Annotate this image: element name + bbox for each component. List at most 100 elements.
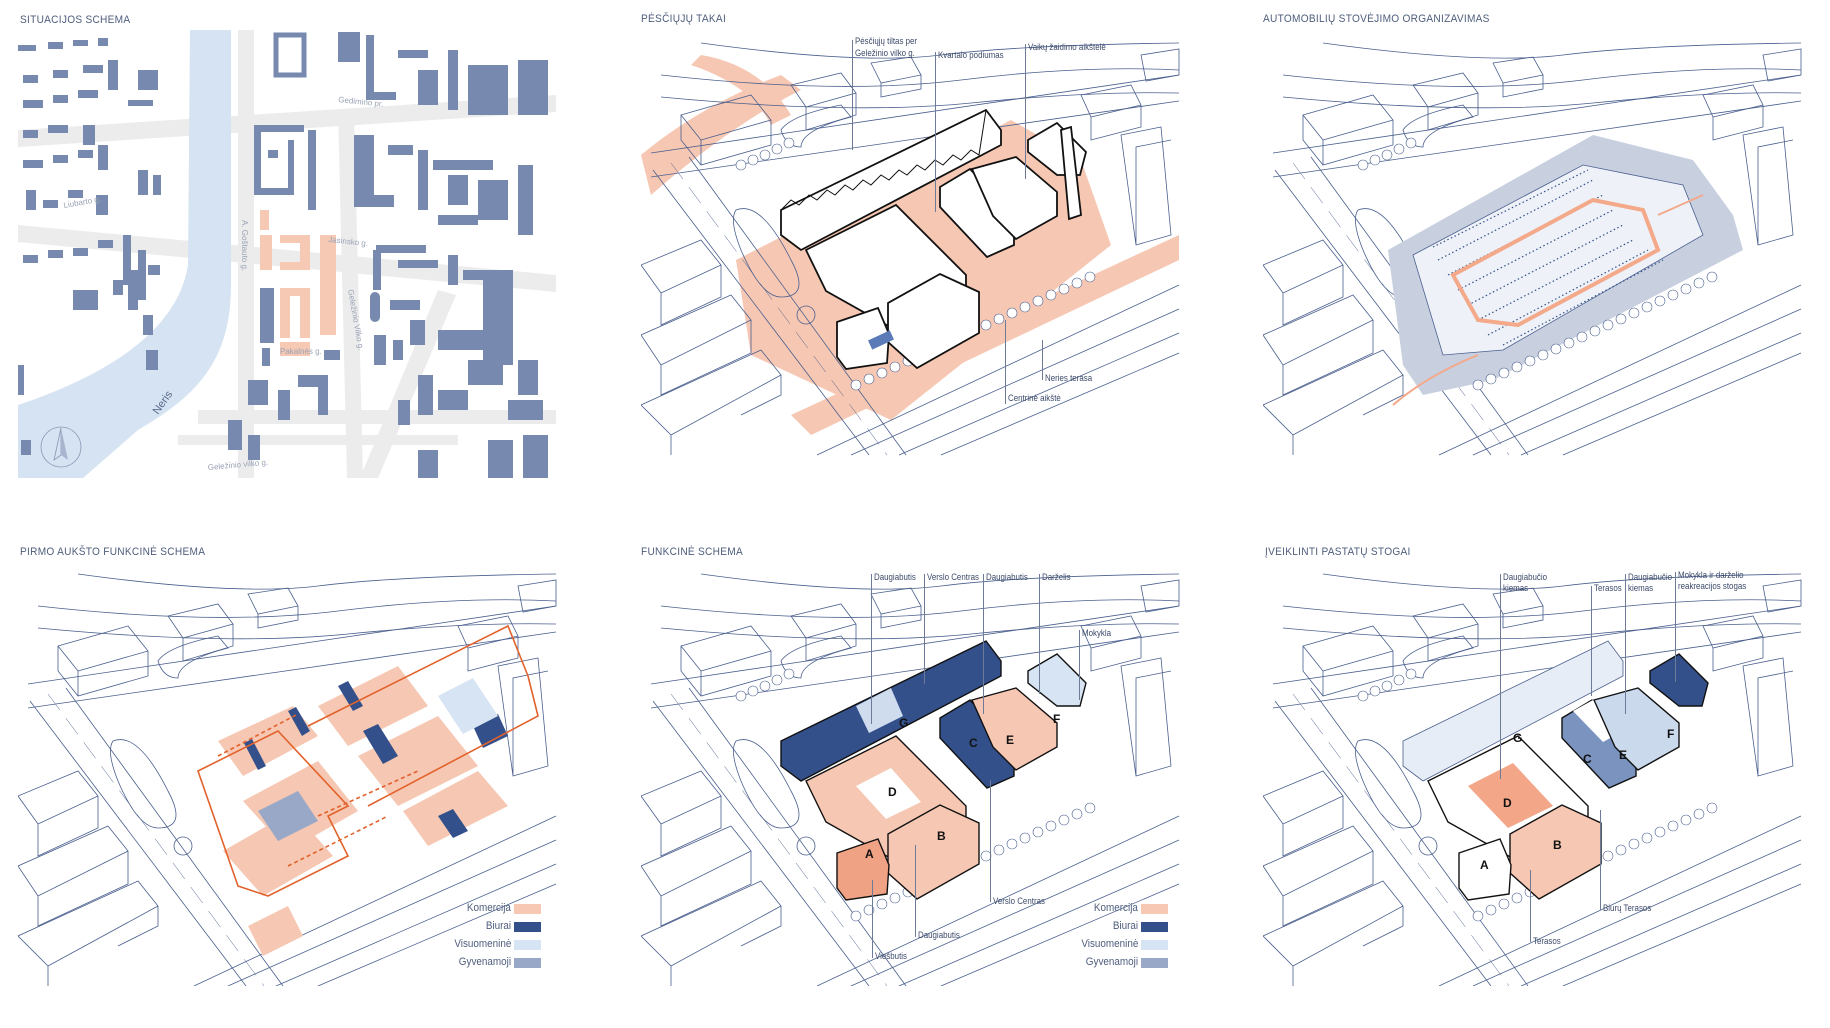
label-playground: Vaikų žaidimo aikštelė	[1028, 42, 1106, 52]
building-letter-d: D	[1503, 796, 1512, 810]
leader-line	[871, 574, 872, 724]
label-kiemas1-line2: kiemas	[1503, 583, 1529, 593]
building-letter-a: A	[1480, 858, 1489, 872]
legend-item-gyvenamoji: Gyvenamoji	[400, 956, 541, 968]
legend-item-visuomenine: Visuomeninė	[400, 938, 541, 950]
street-label-jasinsko: Jasinsko g.	[328, 235, 369, 248]
panel-title-ground-floor: PIRMO AUKŠTO FUNKCINĖ SCHEMA	[20, 546, 206, 558]
pedestrian-diagram	[641, 42, 1180, 456]
leader-line	[872, 880, 873, 958]
legend-ground-floor: Komercija Biurai Visuomeninė Gyvenamoji	[400, 902, 541, 972]
building-f	[1649, 653, 1709, 707]
legend-label: Gyvenamoji	[1085, 956, 1138, 968]
panel-title-functional: FUNKCINĖ SCHEMA	[641, 546, 743, 558]
leader-line	[1042, 340, 1043, 380]
building-letter-b: B	[937, 829, 946, 843]
parking-diagram	[1263, 42, 1802, 456]
legend-swatch	[1141, 940, 1168, 950]
panel-title-parking: AUTOMOBILIŲ STOVĖJIMO ORGANIZAVIMAS	[1263, 13, 1490, 25]
label-verslo-bottom: Verslo Centras	[993, 896, 1045, 906]
legend-label: Visuomeninė	[1080, 938, 1138, 950]
legend-item-biurai: Biurai	[1027, 920, 1168, 932]
building-f	[1027, 653, 1087, 707]
building-c	[939, 699, 1015, 789]
legend-swatch	[514, 922, 541, 932]
legend-swatch	[1141, 904, 1168, 914]
label-bridge-line1: Pėsčiųjų tiltas per	[855, 36, 918, 46]
building-letter-e: E	[1619, 748, 1627, 762]
legend-swatch	[514, 940, 541, 950]
legend-item-visuomenine: Visuomeninė	[1027, 938, 1168, 950]
building-a	[836, 838, 890, 901]
building-letter-f: F	[1053, 712, 1060, 726]
leader-line	[990, 780, 991, 902]
label-daugiabutis-top1: Daugiabutis	[874, 572, 916, 582]
leader-line	[1500, 574, 1501, 779]
situation-map: Gedimino pr. Liubarto g. Jasinsko g. A. …	[18, 30, 556, 478]
building-letter-c: C	[969, 736, 978, 750]
building-letter-c: C	[1583, 752, 1592, 766]
building-outlines	[780, 108, 1088, 370]
label-school-line2: reakreacijos stogas	[1678, 581, 1747, 591]
roofs-diagram: G C E F D B A	[1263, 573, 1802, 986]
functional-diagram: G C E F D B A	[641, 573, 1180, 986]
panel-title-roofs: ĮVEIKLINTI PASTATŲ STOGAI	[1265, 546, 1411, 558]
vehicle-route	[1450, 197, 1661, 328]
label-verslo-top: Verslo Centras	[927, 572, 979, 582]
parking-deck	[1412, 164, 1704, 356]
north-arrow-icon	[40, 426, 82, 468]
building-letter-g: G	[899, 716, 908, 730]
road-network	[18, 30, 556, 478]
legend-item-biurai: Biurai	[400, 920, 541, 932]
leader-line	[1530, 870, 1531, 942]
leader-line	[1591, 586, 1592, 696]
building-letter-a: A	[865, 847, 874, 861]
city-blocks	[18, 32, 548, 478]
leader-line	[983, 574, 984, 714]
leader-line	[924, 574, 925, 684]
label-daugiabutis-bottom: Daugiabutis	[918, 930, 960, 940]
street-label-pakalnes: Pakalnės g.	[280, 347, 322, 356]
legend-functional: Komercija Biurai Visuomeninė Gyvenamoji	[1027, 902, 1168, 972]
legend-label: Visuomeninė	[453, 938, 511, 950]
legend-item-komercija: Komercija	[1027, 902, 1168, 914]
building-letter-f: F	[1667, 727, 1674, 741]
leader-line	[1625, 574, 1626, 714]
leader-line	[915, 845, 916, 937]
building-letter-b: B	[1553, 838, 1562, 852]
building-e	[971, 687, 1058, 771]
label-office-terraces: Biurų Terasos	[1603, 903, 1652, 913]
label-terrace: Neries terasa	[1045, 373, 1093, 383]
leader-line	[1600, 810, 1601, 910]
legend-label: Biurai	[485, 920, 511, 932]
label-school-line1: Mokykla ir darželio	[1678, 570, 1744, 580]
public-area	[438, 678, 498, 734]
legend-swatch	[514, 958, 541, 968]
leader-line	[1005, 320, 1006, 404]
route-lines	[197, 624, 539, 897]
building-letter-g: G	[1513, 731, 1522, 745]
label-central-square: Centrinė aikštė	[1008, 393, 1061, 403]
legend-swatch	[1141, 922, 1168, 932]
label-terasos-top: Terasos	[1594, 583, 1622, 593]
building-a	[1458, 838, 1512, 901]
label-bridge-line2: Geležinio vilko g.	[855, 48, 915, 58]
street-label-gostauto: A. Goštauto g.	[240, 220, 249, 271]
legend-item-gyvenamoji: Gyvenamoji	[1027, 956, 1168, 968]
building-c	[1561, 699, 1637, 789]
leader-line	[852, 40, 853, 150]
leader-line	[1079, 630, 1080, 700]
legend-label: Biurai	[1112, 920, 1138, 932]
label-kiemas2-line1: Daugiabučio	[1628, 572, 1673, 582]
legend-label: Komercija	[1093, 902, 1138, 914]
legend-swatch	[514, 904, 541, 914]
leader-line	[1039, 574, 1040, 694]
building-e	[1593, 687, 1680, 771]
building-letter-d: D	[888, 785, 897, 799]
leader-line	[1025, 44, 1026, 179]
project-site	[260, 210, 336, 356]
building-letter-e: E	[1006, 733, 1014, 747]
label-kiemas2-line2: kiemas	[1628, 583, 1654, 593]
leader-line	[935, 52, 936, 212]
legend-label: Gyvenamoji	[458, 956, 511, 968]
